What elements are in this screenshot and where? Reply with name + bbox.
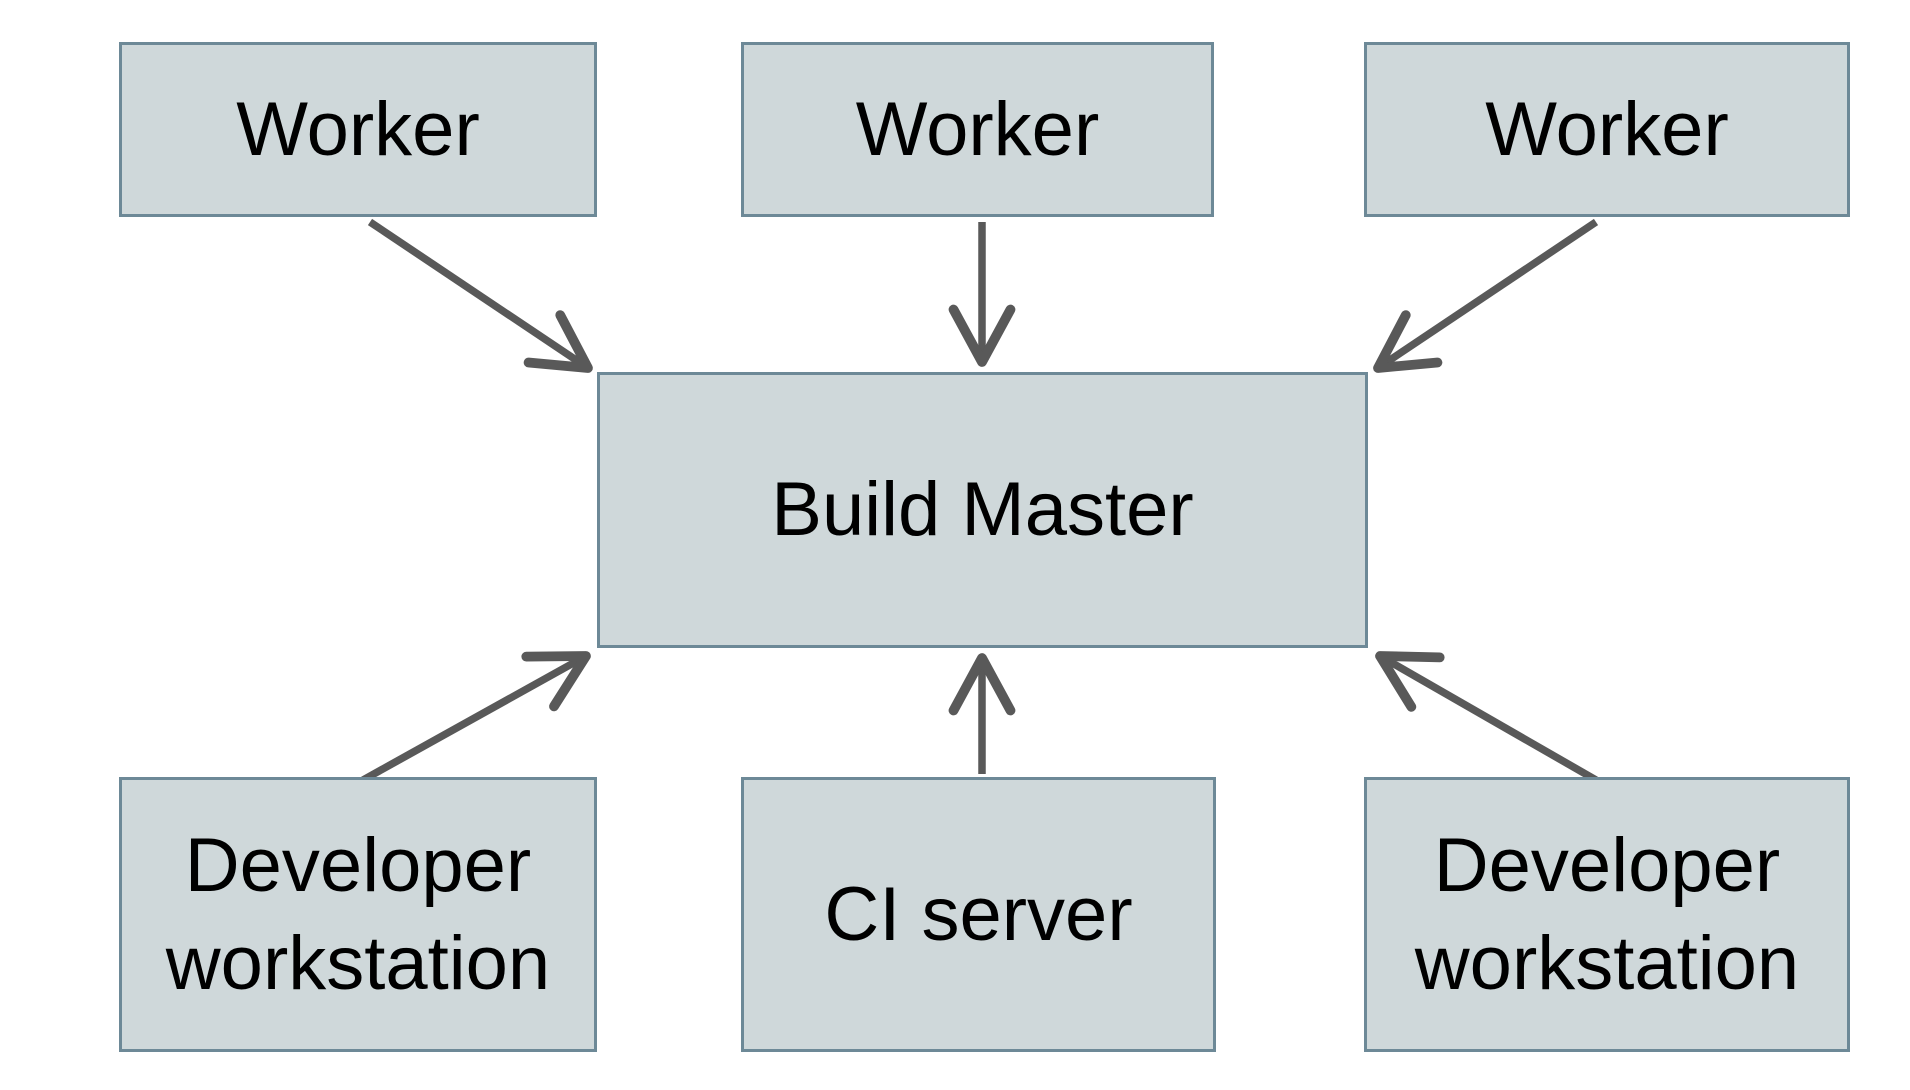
node-developer-workstation-right-label: Developer workstation (1414, 823, 1800, 1006)
node-build-master: Build Master (597, 372, 1368, 648)
node-developer-workstation-left: Developer workstation (119, 777, 597, 1052)
node-worker-3: Worker (1364, 42, 1850, 217)
node-worker-3-label: Worker (1485, 86, 1729, 172)
node-build-master-label: Build Master (771, 467, 1194, 553)
node-worker-1-label: Worker (236, 86, 480, 172)
edge-worker1-to-build-master (367, 218, 593, 373)
node-developer-workstation-right: Developer workstation (1364, 777, 1850, 1052)
node-worker-2-label: Worker (855, 86, 1100, 172)
node-worker-2: Worker (741, 42, 1214, 217)
node-ci-server-label: CI server (824, 871, 1133, 957)
edge-dev-right-to-build-master (1375, 651, 1598, 784)
edge-dev-left-to-build-master (361, 651, 591, 784)
node-worker-1: Worker (119, 42, 597, 217)
node-ci-server: CI server (741, 777, 1216, 1052)
node-developer-workstation-left-label: Developer workstation (165, 823, 551, 1006)
edge-worker3-to-build-master (1373, 218, 1599, 373)
